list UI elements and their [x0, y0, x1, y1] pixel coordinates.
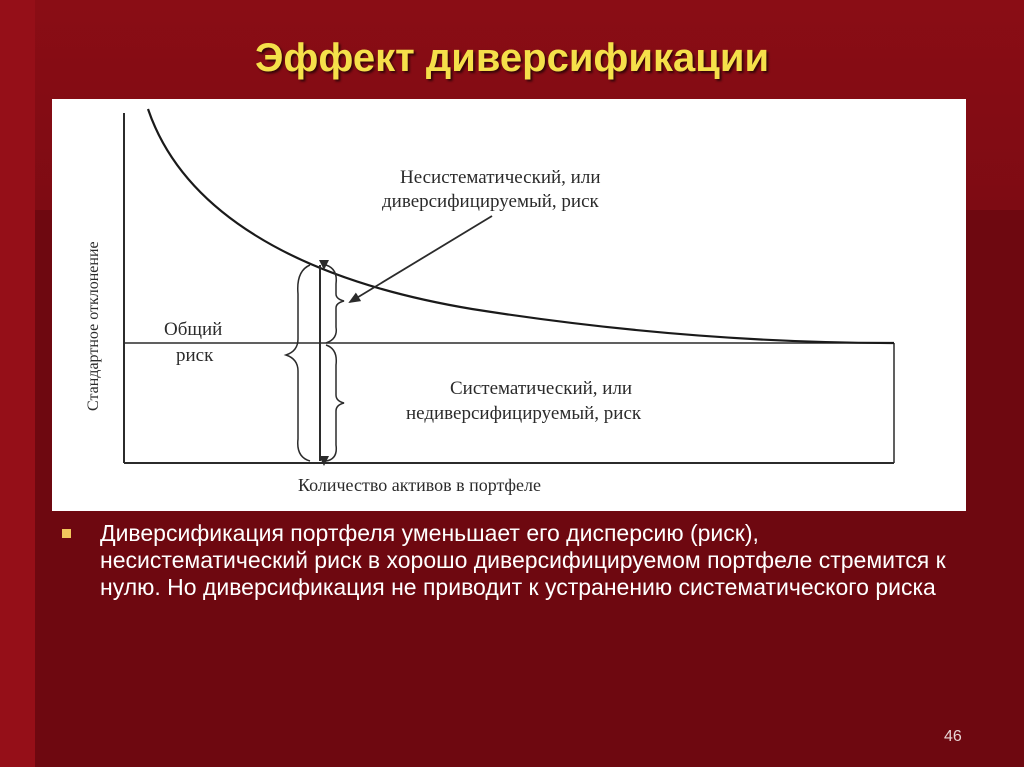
unsystematic-label-line2: диверсифицируемый, риск [382, 191, 600, 212]
y-axis-label: Стандартное отклонение [85, 241, 102, 411]
bullet-text: Диверсификация портфеля уменьшает его ди… [100, 520, 946, 600]
x-axis-label: Количество активов в портфеле [298, 475, 541, 495]
page-number: 46 [944, 728, 962, 745]
diversification-figure: Несистематический, или диверсифицируемый… [52, 99, 966, 511]
systematic-label-line2: недиверсифицируемый, риск [406, 403, 642, 424]
diversification-diagram: Несистематический, или диверсифицируемый… [85, 108, 895, 495]
total-risk-label-line2: риск [176, 345, 214, 366]
slide-title: Эффект диверсификации [254, 36, 770, 80]
systematic-brace [325, 344, 345, 462]
systematic-label-line1: Систематический, или [450, 378, 632, 399]
total-risk-curve [146, 108, 895, 345]
bullet-square-icon [62, 529, 71, 538]
unsystematic-label-line1: Несистематический, или [400, 167, 600, 188]
background-left-panel [0, 0, 35, 767]
unsystematic-brace [325, 264, 345, 344]
unsystematic-pointer-arrow [348, 215, 493, 304]
total-risk-label-line1: Общий [164, 319, 222, 340]
total-risk-brace [283, 264, 311, 462]
